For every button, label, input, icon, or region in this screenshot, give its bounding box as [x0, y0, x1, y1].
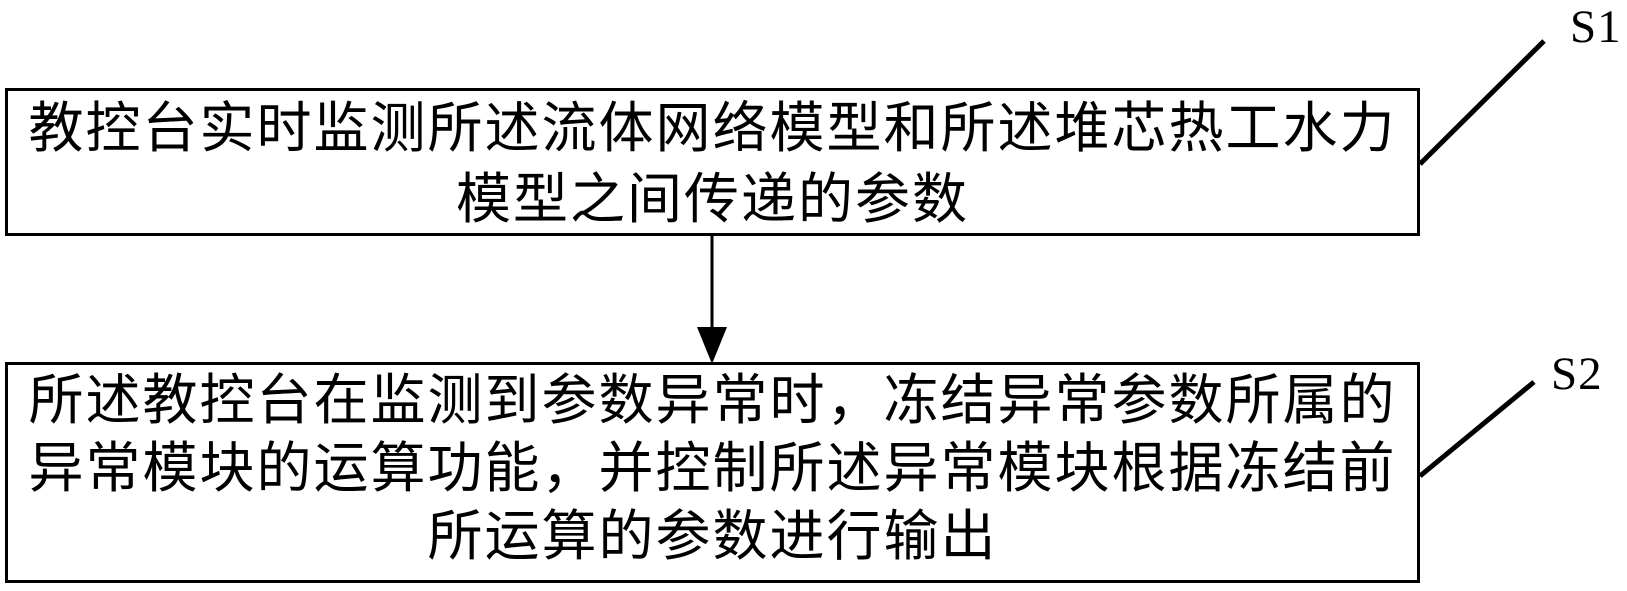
step1-text-line1: 教控台实时监测所述流体网络模型和所述堆芯热工水力 [28, 98, 1397, 159]
step2-text-line3: 所运算的参数进行输出 [427, 506, 998, 567]
step2-text-line2: 异常模块的运算功能，并控制所述异常模块根据冻结前 [28, 438, 1397, 499]
step-label-s1: S1 [1570, 1, 1622, 53]
flow-box-step1: 教控台实时监测所述流体网络模型和所述堆芯热工水力 模型之间传递的参数 [5, 88, 1420, 236]
pointer-line-s2 [1418, 380, 1536, 478]
flow-arrow-head-icon [697, 327, 727, 364]
pointer-line-s1 [1418, 39, 1546, 166]
flow-box-step2: 所述教控台在监测到参数异常时，冻结异常参数所属的 异常模块的运算功能，并控制所述… [5, 362, 1420, 583]
step1-text-line2: 模型之间传递的参数 [455, 169, 969, 230]
step-label-s2: S2 [1551, 348, 1603, 400]
step2-text-line1: 所述教控台在监测到参数异常时，冻结异常参数所属的 [28, 370, 1397, 431]
